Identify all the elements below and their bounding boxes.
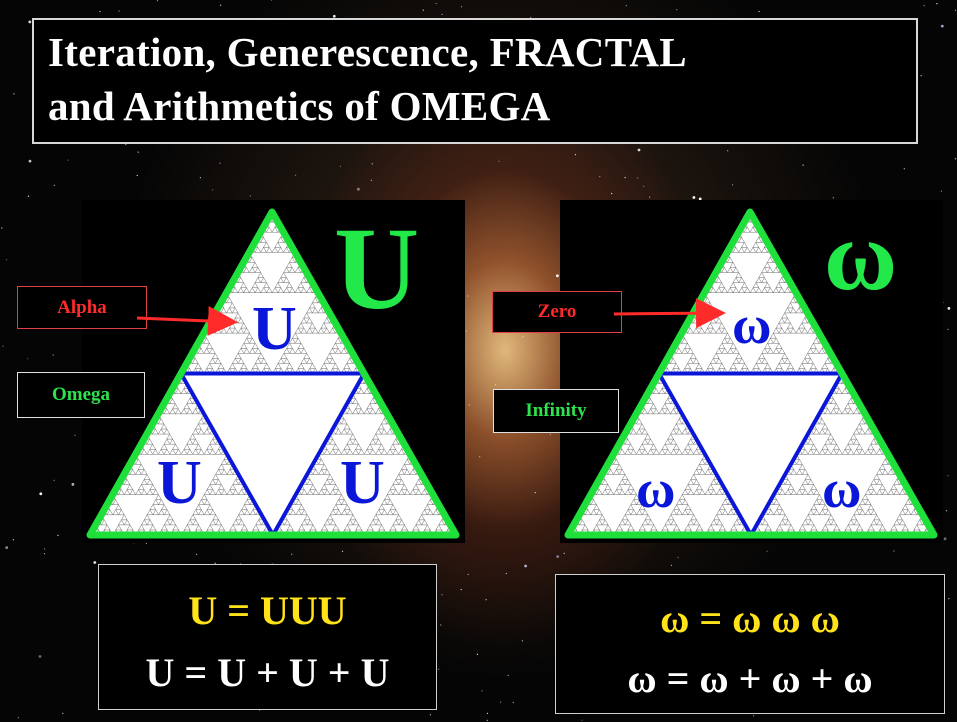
alpha-label: Alpha xyxy=(17,286,147,329)
right-formula-box: ω = ω ω ω ω = ω + ω + ω xyxy=(555,574,945,714)
left-bottom-right-inner-letter: U xyxy=(340,449,385,517)
left-sierpinski-triangle xyxy=(86,208,460,539)
left-formula-line-1: U = UUU xyxy=(188,588,347,633)
left-bottom-left-inner-letter: U xyxy=(157,449,202,517)
title-line-2: and Arithmetics of OMEGA xyxy=(48,83,551,129)
alpha-arrow xyxy=(136,306,238,336)
right-bottom-right-inner-letter: ω xyxy=(822,459,862,519)
left-fractal-panel: U U U U xyxy=(82,200,465,543)
left-top-inner-letter: U xyxy=(252,295,297,363)
left-formula-box: U = UUU U = U + U + U xyxy=(98,564,437,710)
zero-label: Zero xyxy=(492,291,622,333)
right-fractal-panel: ω ω ω ω xyxy=(560,200,943,543)
right-sierpinski-triangle xyxy=(564,208,938,539)
right-top-inner-letter: ω xyxy=(732,295,772,355)
title-line-1: Iteration, Generescence, FRACTAL xyxy=(48,29,687,75)
zero-arrow xyxy=(613,298,726,329)
right-formula-line-2: ω = ω + ω + ω xyxy=(627,656,873,701)
title-box: Iteration, Generescence, FRACTAL and Ari… xyxy=(32,18,918,144)
omega-label: Omega xyxy=(17,372,145,418)
left-formula-line-2: U = U + U + U xyxy=(145,650,390,695)
right-big-letter: ω xyxy=(824,200,898,311)
infinity-label: Infinity xyxy=(493,389,619,433)
right-formula-line-1: ω = ω ω ω xyxy=(660,596,840,641)
left-big-letter: U xyxy=(334,203,420,334)
right-bottom-left-inner-letter: ω xyxy=(636,459,676,519)
